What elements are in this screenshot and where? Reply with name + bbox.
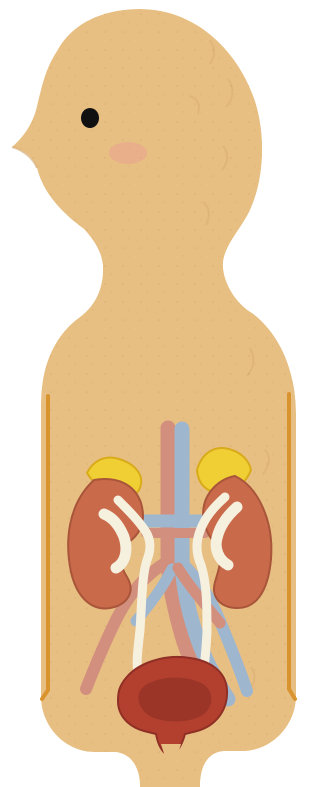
eye-icon — [81, 108, 99, 128]
bladder-inner — [138, 678, 211, 722]
cheek-blush — [109, 142, 147, 164]
